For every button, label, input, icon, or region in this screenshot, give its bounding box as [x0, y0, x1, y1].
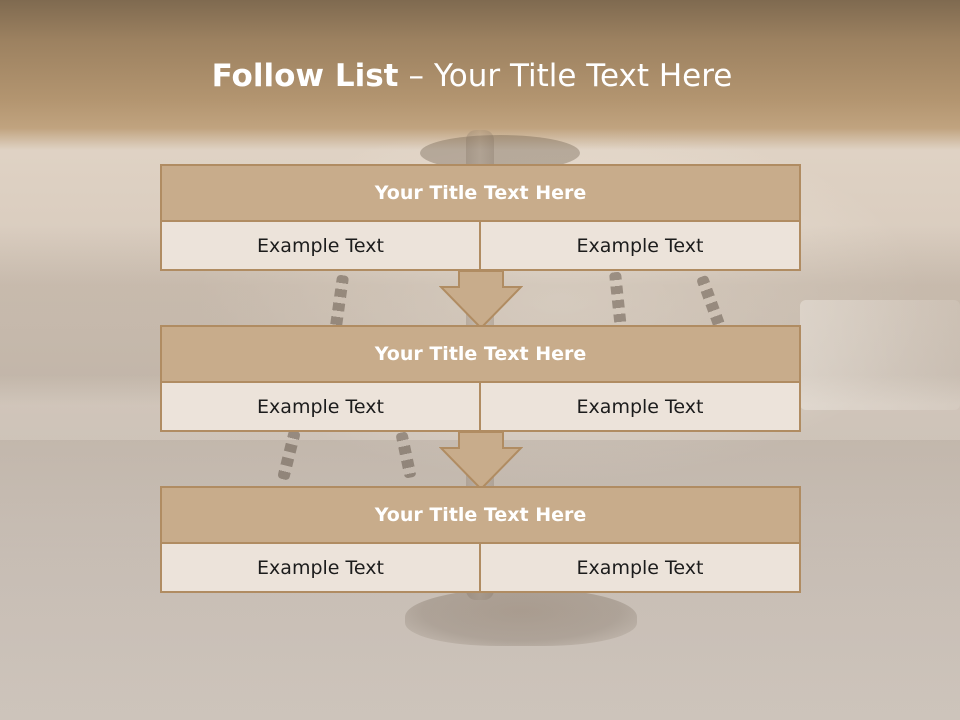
step-row: Example Text Example Text: [160, 222, 801, 271]
step-cell-right: Example Text: [481, 222, 801, 271]
scale-base-image: [405, 588, 637, 646]
title-band: [0, 0, 960, 150]
step-header: Your Title Text Here: [160, 486, 801, 544]
step-row: Example Text Example Text: [160, 544, 801, 593]
step-cell-left: Example Text: [160, 383, 481, 432]
step-cell-left: Example Text: [160, 544, 481, 593]
step-header: Your Title Text Here: [160, 325, 801, 383]
step-cell-right: Example Text: [481, 383, 801, 432]
background-blocks: [800, 300, 960, 410]
step-block-3: Your Title Text Here Example Text Exampl…: [160, 486, 801, 593]
step-cell-right: Example Text: [481, 544, 801, 593]
step-header: Your Title Text Here: [160, 164, 801, 222]
slide-title: Follow List–Your Title Text Here: [0, 52, 944, 100]
slide-title-bold: Follow List: [211, 58, 399, 94]
slide-title-separator: –: [408, 58, 424, 94]
down-arrow-icon: [439, 271, 523, 329]
down-arrow-icon: [439, 432, 523, 490]
step-block-2: Your Title Text Here Example Text Exampl…: [160, 325, 801, 432]
step-row: Example Text Example Text: [160, 383, 801, 432]
step-cell-left: Example Text: [160, 222, 481, 271]
slide-title-rest: Your Title Text Here: [433, 58, 733, 94]
step-block-1: Your Title Text Here Example Text Exampl…: [160, 164, 801, 271]
